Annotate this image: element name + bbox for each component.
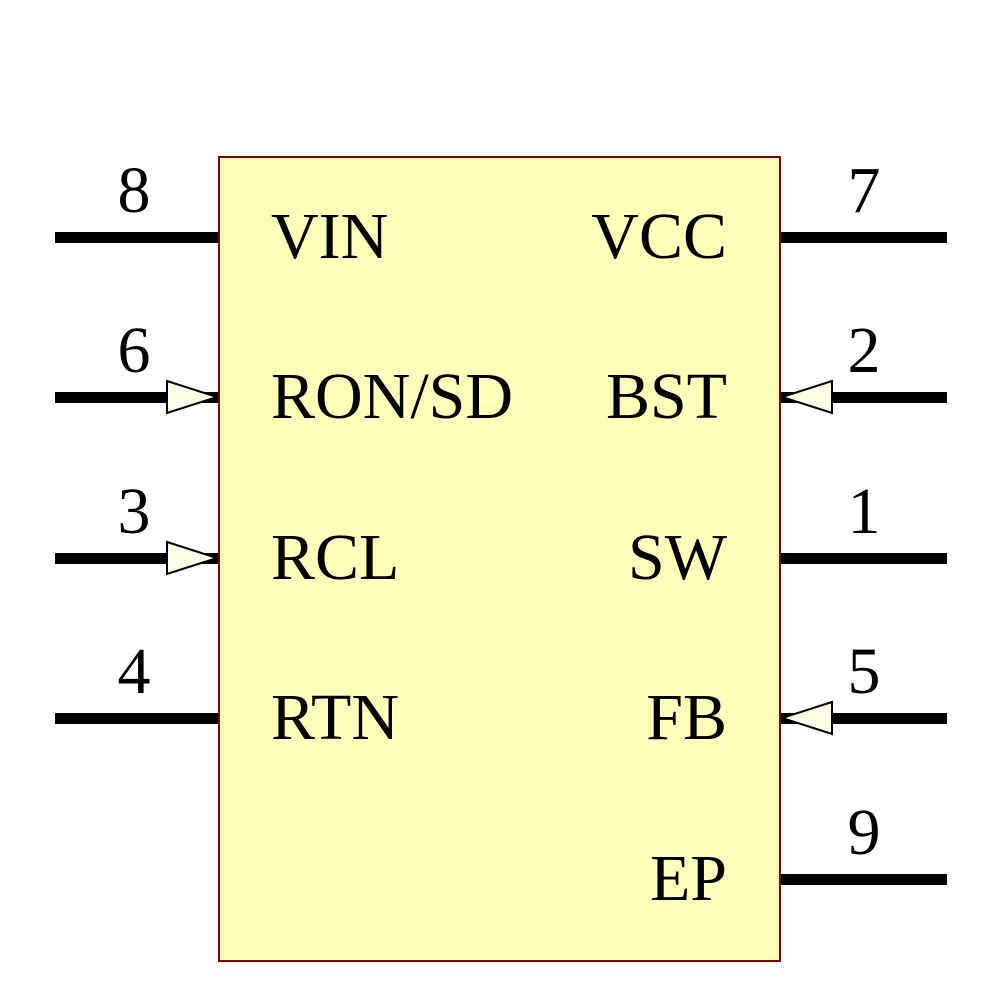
pin-line-5	[781, 713, 947, 724]
pin-line-9	[781, 874, 947, 885]
pin-label-bst: BST	[605, 360, 727, 433]
pin-line-6	[55, 392, 218, 403]
pin-label-vcc: VCC	[591, 200, 727, 273]
pin-label-rtn: RTN	[271, 681, 400, 754]
pin-number-2: 2	[847, 314, 881, 387]
pin-number-8: 8	[117, 154, 151, 227]
pin-line-7	[781, 232, 947, 243]
pin-number-1: 1	[847, 475, 881, 548]
pin-line-2	[781, 392, 947, 403]
pin-line-3	[55, 553, 218, 564]
pin-line-8	[55, 232, 218, 243]
input-arrow-icon	[780, 700, 833, 736]
pin-number-6: 6	[117, 314, 151, 387]
pin-label-rcl: RCL	[271, 521, 400, 594]
pin-number-9: 9	[847, 796, 881, 869]
pin-label-vin: VIN	[271, 200, 389, 273]
pin-label-fb: FB	[646, 681, 727, 754]
ic-body	[218, 156, 781, 962]
pin-line-4	[55, 713, 218, 724]
pin-label-ep: EP	[649, 842, 727, 915]
pin-line-1	[781, 553, 947, 564]
pin-number-7: 7	[847, 154, 881, 227]
pin-number-4: 4	[117, 635, 151, 708]
pin-label-ron-sd: RON/SD	[271, 360, 514, 433]
input-arrow-icon	[166, 379, 219, 415]
input-arrow-icon	[166, 540, 219, 576]
pin-label-sw: SW	[628, 521, 727, 594]
input-arrow-icon	[780, 379, 833, 415]
pin-number-3: 3	[117, 475, 151, 548]
pin-number-5: 5	[847, 635, 881, 708]
